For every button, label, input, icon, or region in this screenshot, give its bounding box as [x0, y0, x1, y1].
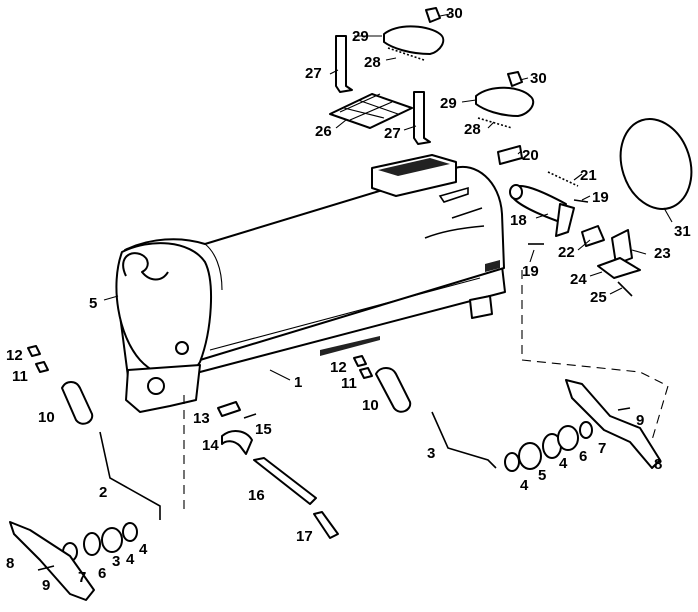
- callout-13: 13: [193, 410, 210, 427]
- callout-4-c: 4: [520, 477, 529, 494]
- callout-6-b: 6: [579, 448, 587, 465]
- callout-11-a: 11: [12, 368, 28, 385]
- callout-3-left: 2: [99, 484, 107, 501]
- top-hardware: [329, 7, 535, 145]
- callout-11-b: 11: [341, 375, 357, 392]
- callout-15: 15: [255, 421, 272, 438]
- left-drive: [9, 345, 185, 601]
- callout-2: 5: [89, 295, 97, 312]
- callout-7-b: 7: [598, 440, 606, 457]
- leader-lines: [103, 13, 673, 381]
- hopper-tank: [115, 154, 506, 413]
- callout-27-b: 27: [384, 125, 401, 142]
- callout-23: 23: [654, 245, 671, 262]
- center-parts: [217, 401, 339, 539]
- callout-20: 20: [522, 147, 539, 164]
- callouts: 1 5 2 3 3 4 4 4 4 5 6 6 7 7 8 8 9 9 10 1…: [6, 5, 691, 594]
- callout-28-a: 28: [364, 54, 381, 71]
- callout-8-b: 8: [654, 456, 662, 473]
- callout-8-a: 8: [6, 555, 14, 572]
- callout-10-a: 10: [38, 409, 55, 426]
- callout-9-a: 9: [42, 577, 50, 594]
- right-drive: [353, 270, 669, 472]
- callout-9-b: 9: [636, 412, 644, 429]
- callout-17: 17: [296, 528, 313, 545]
- callout-4-b: 4: [139, 541, 148, 558]
- callout-12-a: 12: [6, 347, 23, 364]
- callout-31: 31: [674, 223, 691, 240]
- callout-5-a: 4: [126, 551, 135, 568]
- callout-25: 25: [590, 289, 607, 306]
- callout-12-b: 12: [330, 359, 347, 376]
- callout-29-b: 29: [440, 95, 457, 112]
- callout-24: 24: [570, 271, 587, 288]
- callout-30-a: 30: [446, 5, 463, 22]
- callout-14: 14: [202, 437, 219, 454]
- callout-10-b: 10: [362, 397, 379, 414]
- callout-4-d: 4: [559, 455, 568, 472]
- callout-6-a: 6: [98, 565, 106, 582]
- callout-19-a: 19: [592, 189, 609, 206]
- callout-3-right: 3: [427, 445, 435, 462]
- callout-19-b: 19: [522, 263, 539, 280]
- callout-22: 22: [558, 244, 575, 261]
- callout-18: 18: [510, 212, 527, 229]
- callout-7-a: 7: [78, 569, 86, 586]
- callout-16: 16: [248, 487, 265, 504]
- callout-26: 26: [315, 123, 332, 140]
- side-hardware: [497, 118, 693, 297]
- callout-4-a: 3: [112, 553, 120, 570]
- callout-30-b: 30: [530, 70, 547, 87]
- callout-27-a: 27: [305, 65, 322, 82]
- callout-28-b: 28: [464, 121, 481, 138]
- callout-5-b: 5: [538, 467, 546, 484]
- callout-21: 21: [580, 167, 597, 184]
- callout-1: 1: [294, 374, 302, 391]
- callout-29-a: 29: [352, 28, 369, 45]
